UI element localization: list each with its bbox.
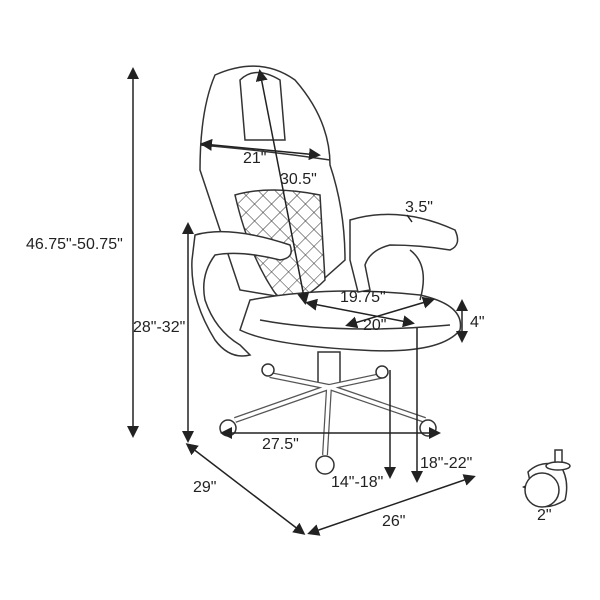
caster-detail-icon (524, 449, 571, 508)
seat-height-label: 18"-22" (420, 455, 473, 472)
overall-height-label: 46.75"-50.75" (26, 236, 123, 253)
footprint-depth-label: 29" (193, 479, 217, 496)
seat-width-label: 19.75" (340, 289, 386, 306)
dimension-lines (127, 67, 563, 536)
chair-outline (191, 65, 462, 475)
arm-width-label: 3.5" (405, 199, 433, 216)
back-width-label: 21" (243, 150, 267, 167)
base-width-label: 27.5" (262, 436, 299, 453)
seat-thickness-label: 4" (470, 314, 485, 331)
arm-height-label: 28"-32" (133, 319, 186, 336)
seat-depth-label: 20" (363, 317, 387, 334)
seat-to-floor-label: 14"-18" (331, 474, 384, 491)
caster-diameter-label: 2" (537, 507, 552, 524)
back-height-label: 30.5" (280, 171, 317, 188)
footprint-width-label: 26" (382, 513, 406, 530)
